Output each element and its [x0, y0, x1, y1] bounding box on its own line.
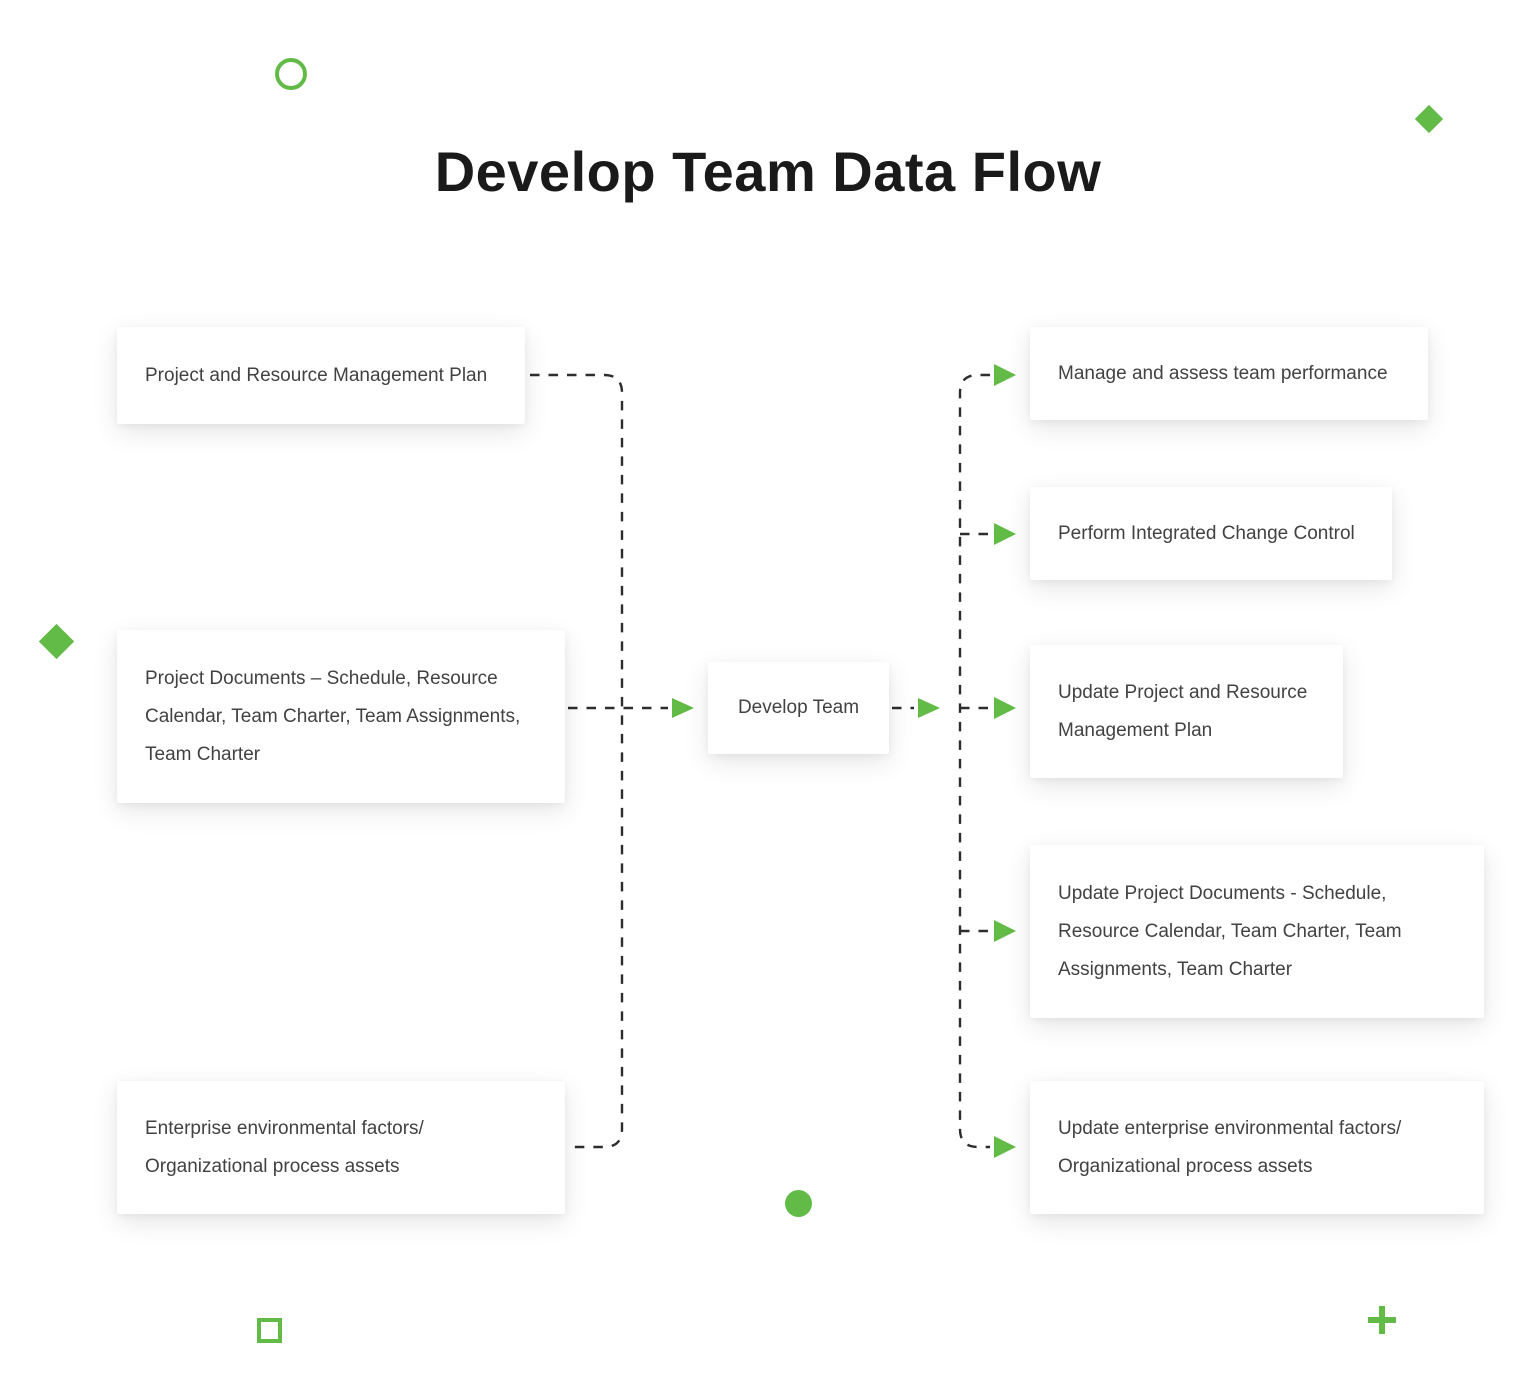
output-node-manage-assess-team-performance: Manage and assess team performance [1030, 327, 1428, 420]
arrow-right-icon [994, 920, 1016, 942]
plus-icon [1368, 1306, 1396, 1334]
node-label: Update Project Documents - Schedule, Res… [1058, 882, 1402, 980]
input-node-project-resource-management-plan: Project and Resource Management Plan [117, 327, 525, 424]
arrow-right-icon [918, 698, 940, 718]
node-label: Update Project and Resource Management P… [1058, 681, 1308, 741]
arrow-right-icon [994, 523, 1016, 545]
input-node-project-documents: Project Documents – Schedule, Resource C… [117, 630, 565, 803]
node-label: Update enterprise environmental factors/… [1058, 1117, 1402, 1177]
node-label: Project Documents – Schedule, Resource C… [145, 667, 521, 765]
arrow-right-icon [672, 698, 694, 718]
diagram-title: Develop Team Data Flow [434, 140, 1102, 203]
output-node-update-project-resource-management-plan: Update Project and Resource Management P… [1030, 645, 1343, 778]
square-outline-icon [257, 1318, 282, 1343]
node-label: Perform Integrated Change Control [1058, 522, 1355, 544]
arrow-right-icon [994, 364, 1016, 386]
diamond-icon [38, 623, 75, 660]
circle-outline-icon [275, 58, 307, 90]
output-node-perform-integrated-change-control: Perform Integrated Change Control [1030, 487, 1392, 580]
diamond-icon [1414, 104, 1444, 134]
arrow-right-icon [994, 697, 1016, 719]
node-label: Project and Resource Management Plan [145, 364, 488, 386]
arrow-right-icon [994, 1136, 1016, 1158]
output-node-update-enterprise-environmental-factors: Update enterprise environmental factors/… [1030, 1081, 1484, 1214]
right-trunk-connector [958, 373, 990, 1149]
filled-circle-icon [785, 1190, 812, 1217]
node-label: Develop Team [737, 697, 860, 718]
node-label: Enterprise environmental factors/ Organi… [145, 1117, 424, 1177]
process-node-develop-team: Develop Team [708, 662, 889, 754]
output-node-update-project-documents: Update Project Documents - Schedule, Res… [1030, 845, 1484, 1018]
node-label: Manage and assess team performance [1058, 362, 1388, 384]
input-node-enterprise-environmental-factors: Enterprise environmental factors/ Organi… [117, 1081, 565, 1214]
